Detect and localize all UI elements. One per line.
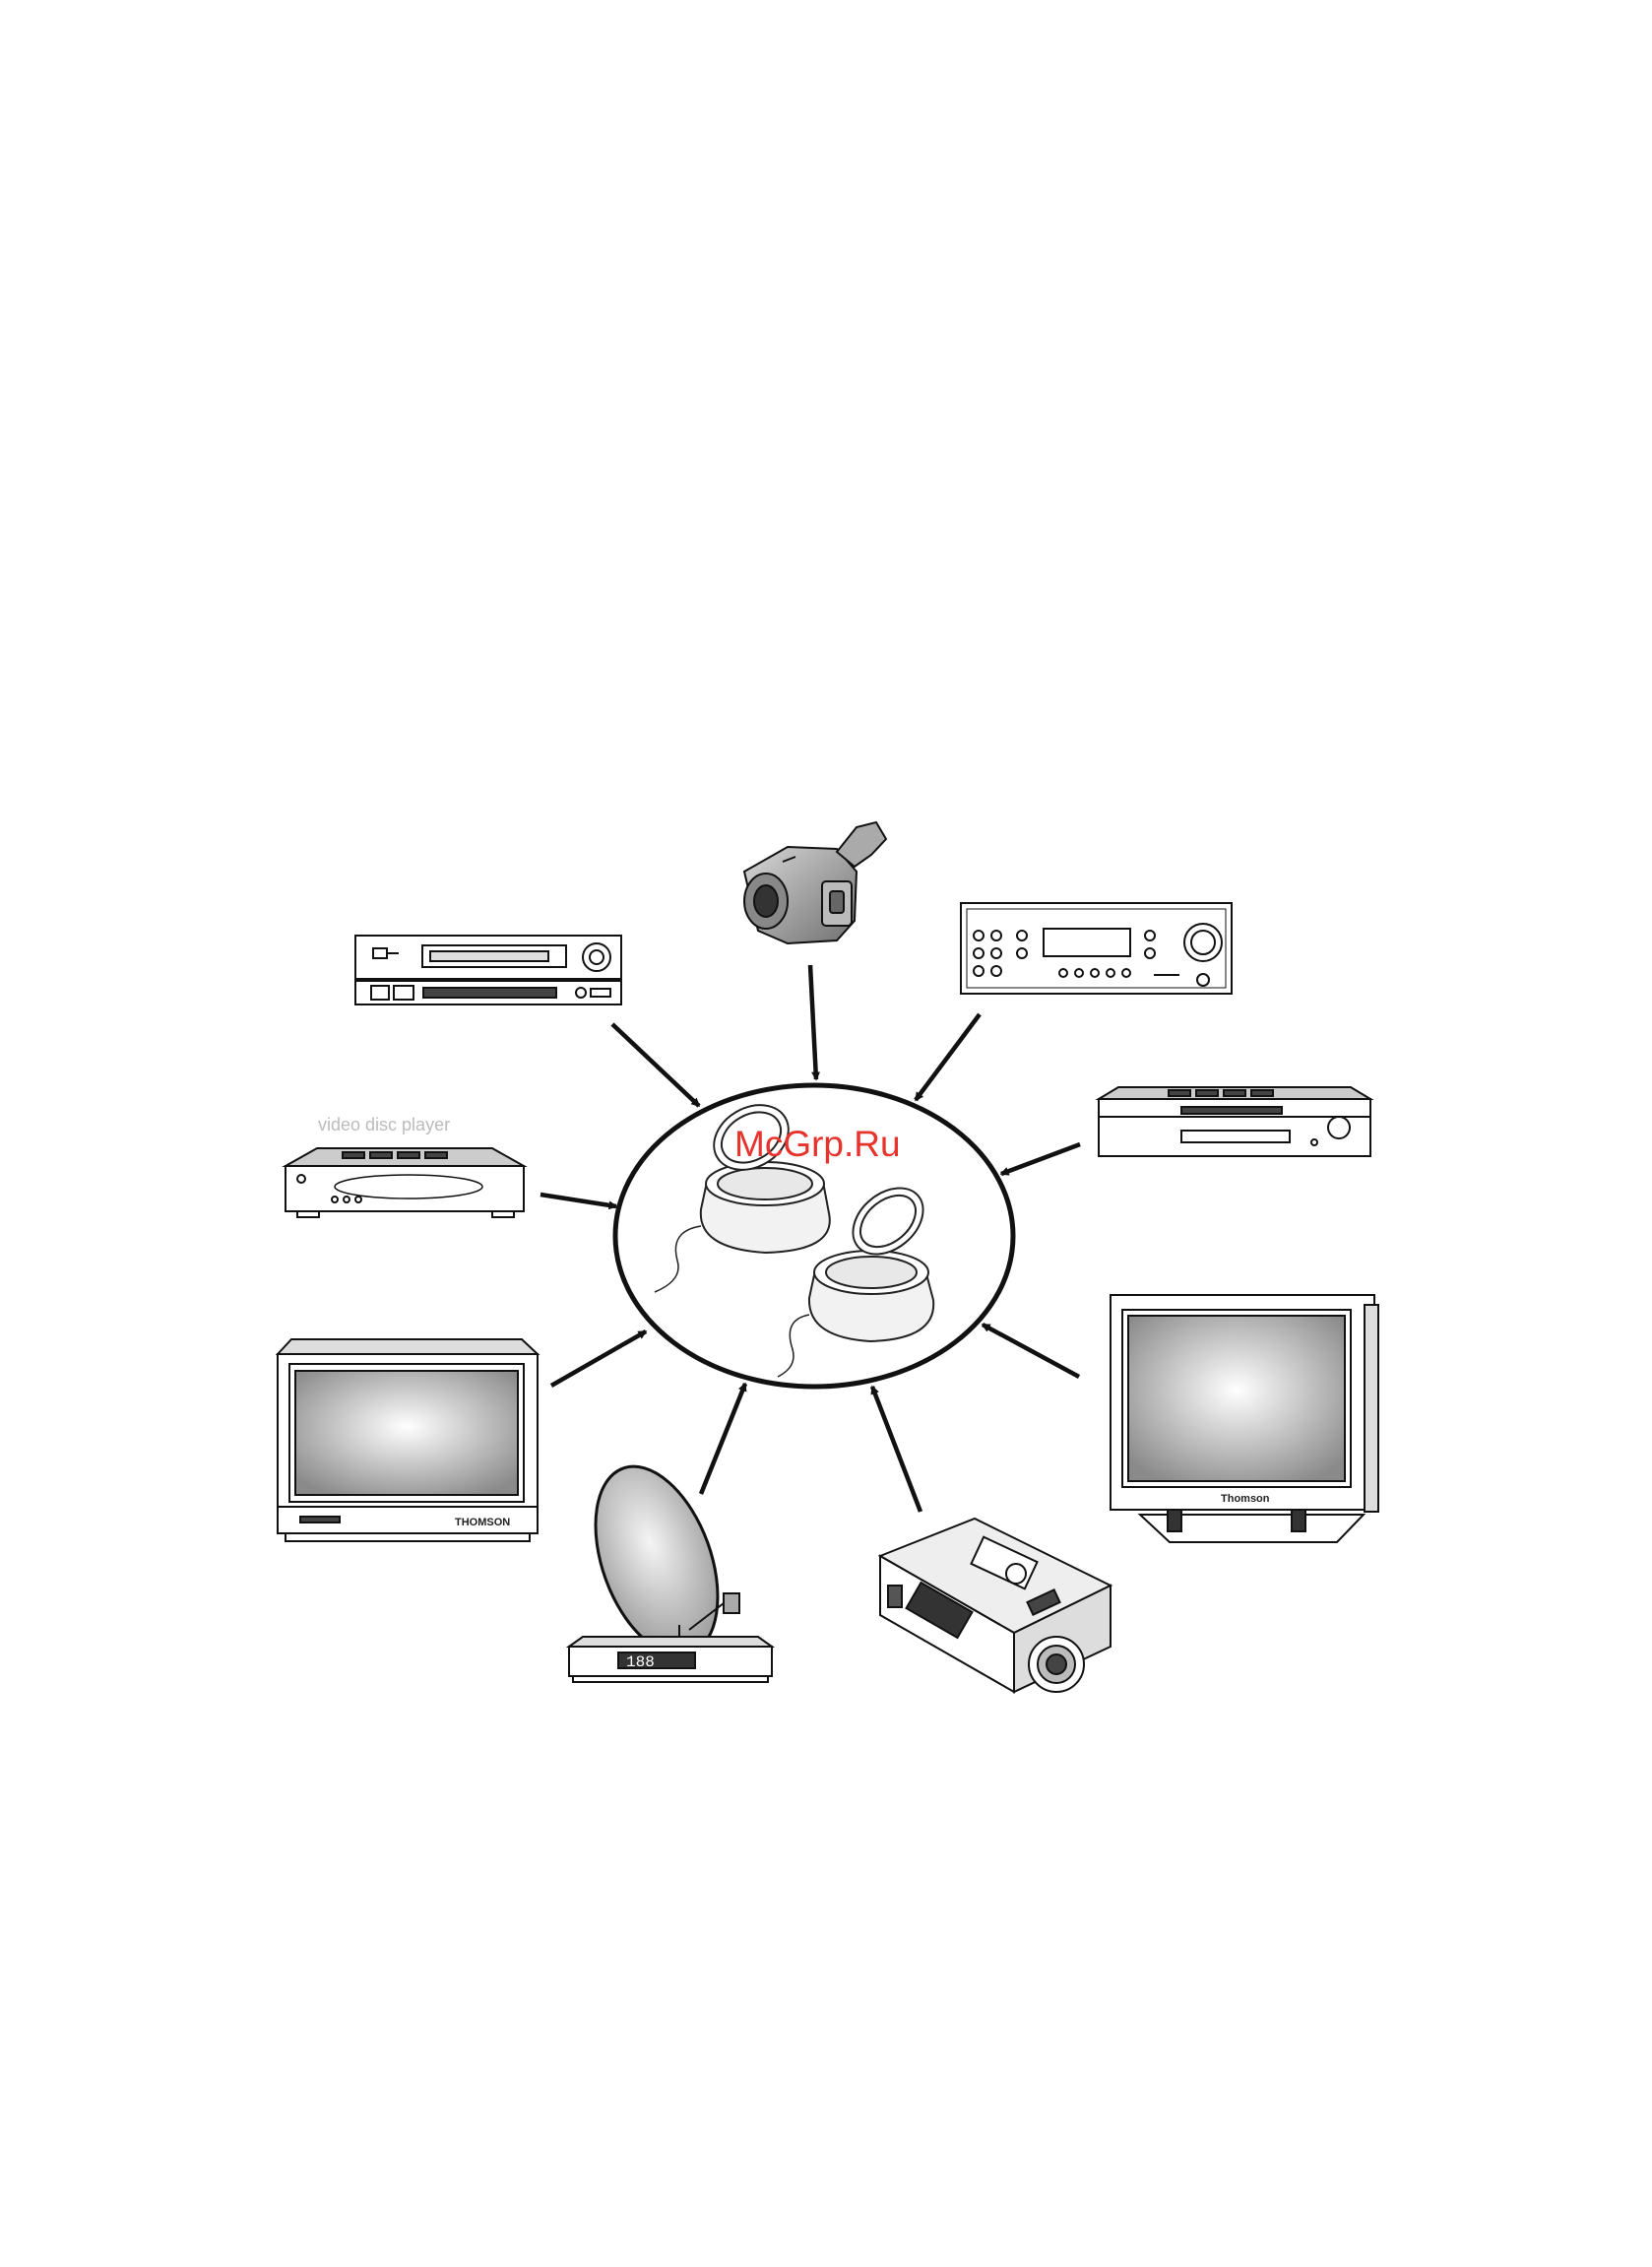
dvd-label: video disc player — [318, 1115, 450, 1134]
flatscreen-device: Thomson — [1111, 1295, 1378, 1542]
tv-device: THOMSON — [278, 1339, 538, 1541]
arrow-flatscreen — [983, 1325, 1079, 1377]
arrow-vcr — [612, 1024, 699, 1106]
camcorder-device — [744, 822, 886, 943]
flatscreen-brand: Thomson — [1221, 1493, 1270, 1505]
satellite-display: 188 — [626, 1653, 655, 1671]
amplifier-device — [961, 903, 1232, 994]
arrow-tuner — [1001, 1144, 1080, 1174]
arrow-satellite — [701, 1384, 745, 1494]
projector-device — [880, 1519, 1111, 1692]
dvd-device: video disc player — [286, 1115, 524, 1217]
tv-brand: THOMSON — [455, 1517, 510, 1528]
wireless-hub: McGrp.Ru — [615, 1085, 1013, 1387]
tuner-device — [1099, 1087, 1370, 1156]
arrow-projector — [872, 1387, 921, 1512]
vcr-device — [355, 936, 621, 1004]
arrow-amplifier — [916, 1014, 980, 1100]
watermark-text: McGrp.Ru — [734, 1124, 901, 1164]
arrow-camcorder — [810, 965, 816, 1079]
satellite-device: 188 — [569, 1450, 772, 1682]
arrow-dvd — [540, 1195, 616, 1206]
arrow-tv — [551, 1331, 646, 1386]
